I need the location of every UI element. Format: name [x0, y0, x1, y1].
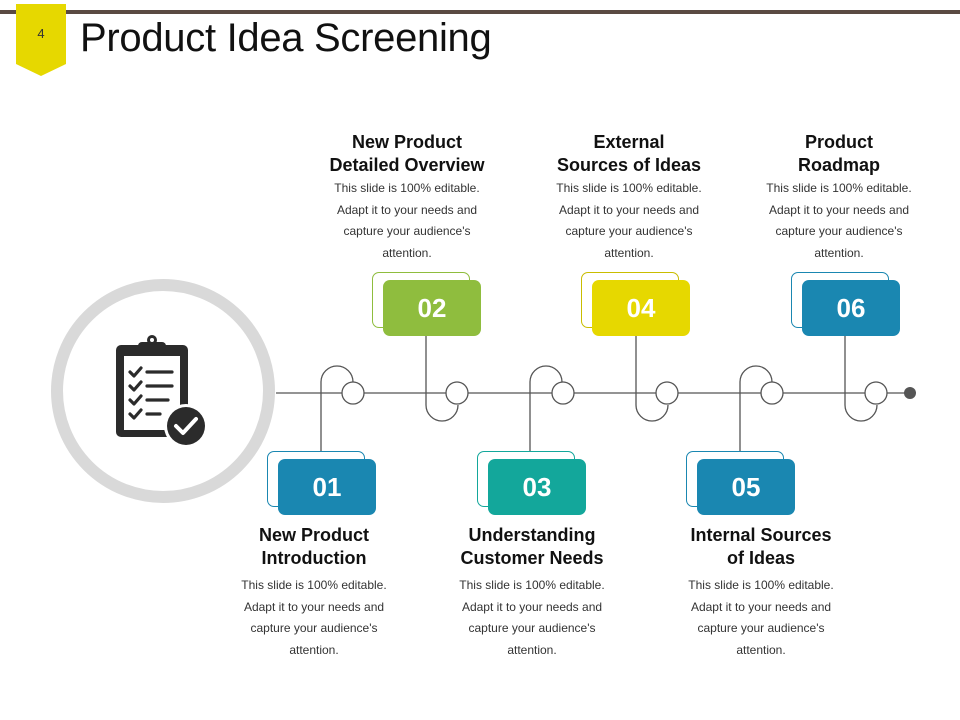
step-05-title-line: Internal Sources: [690, 525, 832, 545]
step-04-desc-line: capture your audience's: [565, 224, 693, 239]
step-04-title: External Sources of Ideas: [529, 131, 729, 177]
step-02-desc-line: Adapt it to your needs and: [336, 202, 478, 217]
step-03-desc-line: attention.: [507, 643, 557, 658]
step-01-title: New Product Introduction: [214, 524, 414, 570]
step-05-description: This slide is 100% editable. Adapt it to…: [676, 575, 846, 662]
timeline-connectors: [320, 335, 888, 458]
step-05-desc-line: capture your audience's: [697, 621, 825, 636]
step-01-title-line: New Product: [258, 525, 369, 545]
step-01-desc-line: This slide is 100% editable.: [241, 578, 387, 592]
hero-ring: [51, 279, 275, 503]
page-number-badge: 4: [16, 4, 66, 76]
page-number: 4: [37, 26, 45, 41]
step-02-title-line: New Product: [351, 132, 462, 152]
step-04-title-line: Sources of Ideas: [556, 155, 702, 175]
step-03-title-line: Customer Needs: [460, 548, 604, 568]
step-01-number: 01: [278, 459, 376, 515]
step-01-desc-line: attention.: [289, 643, 339, 658]
step-03-title: Understanding Customer Needs: [432, 524, 632, 570]
step-01-desc-line: Adapt it to your needs and: [243, 599, 385, 614]
step-02-desc-line: capture your audience's: [343, 224, 471, 239]
step-05-desc-line: Adapt it to your needs and: [690, 599, 832, 614]
step-02-description: This slide is 100% editable. Adapt it to…: [322, 178, 492, 265]
step-04-description: This slide is 100% editable. Adapt it to…: [544, 178, 714, 265]
step-03-title-line: Understanding: [468, 525, 596, 545]
step-06-title: Product Roadmap: [739, 131, 939, 177]
header-rule: [0, 10, 960, 14]
step-04-title-line: External: [593, 132, 665, 152]
step-06-desc-line: This slide is 100% editable.: [766, 181, 912, 195]
timeline-end-dot: [904, 387, 916, 399]
step-02-title-line: Detailed Overview: [329, 155, 485, 175]
step-02-desc-line: This slide is 100% editable.: [334, 181, 480, 195]
step-03-desc-line: This slide is 100% editable.: [459, 578, 605, 592]
step-04-number: 04: [592, 280, 690, 336]
step-05-number: 05: [697, 459, 795, 515]
step-06-description: This slide is 100% editable. Adapt it to…: [754, 178, 924, 265]
step-03-desc-line: capture your audience's: [468, 621, 596, 636]
step-05-desc-line: This slide is 100% editable.: [688, 578, 834, 592]
page-badge-shape: [16, 4, 66, 76]
step-01-title-line: Introduction: [261, 548, 367, 568]
step-02-desc-line: attention.: [382, 246, 432, 261]
clipboard-checklist-icon: [116, 335, 208, 448]
page-title: Product Idea Screening: [80, 16, 492, 60]
step-04-desc-line: Adapt it to your needs and: [558, 202, 700, 217]
step-03-desc-line: Adapt it to your needs and: [461, 599, 603, 614]
step-05-title-line: of Ideas: [726, 548, 796, 568]
step-01-desc-line: capture your audience's: [250, 621, 378, 636]
step-03-description: This slide is 100% editable. Adapt it to…: [447, 575, 617, 662]
step-03-number: 03: [488, 459, 586, 515]
step-06-number: 06: [802, 280, 900, 336]
step-04-desc-line: attention.: [604, 246, 654, 261]
step-06-desc-line: attention.: [814, 246, 864, 261]
step-06-desc-line: capture your audience's: [775, 224, 903, 239]
step-02-number: 02: [383, 280, 481, 336]
step-04-desc-line: This slide is 100% editable.: [556, 181, 702, 195]
step-06-desc-line: Adapt it to your needs and: [768, 202, 910, 217]
step-02-title: New Product Detailed Overview: [307, 131, 507, 177]
step-05-desc-line: attention.: [736, 643, 786, 658]
step-01-description: This slide is 100% editable. Adapt it to…: [229, 575, 399, 662]
step-06-title-line: Product: [804, 132, 873, 152]
step-05-title: Internal Sources of Ideas: [661, 524, 861, 570]
step-06-title-line: Roadmap: [797, 155, 880, 175]
